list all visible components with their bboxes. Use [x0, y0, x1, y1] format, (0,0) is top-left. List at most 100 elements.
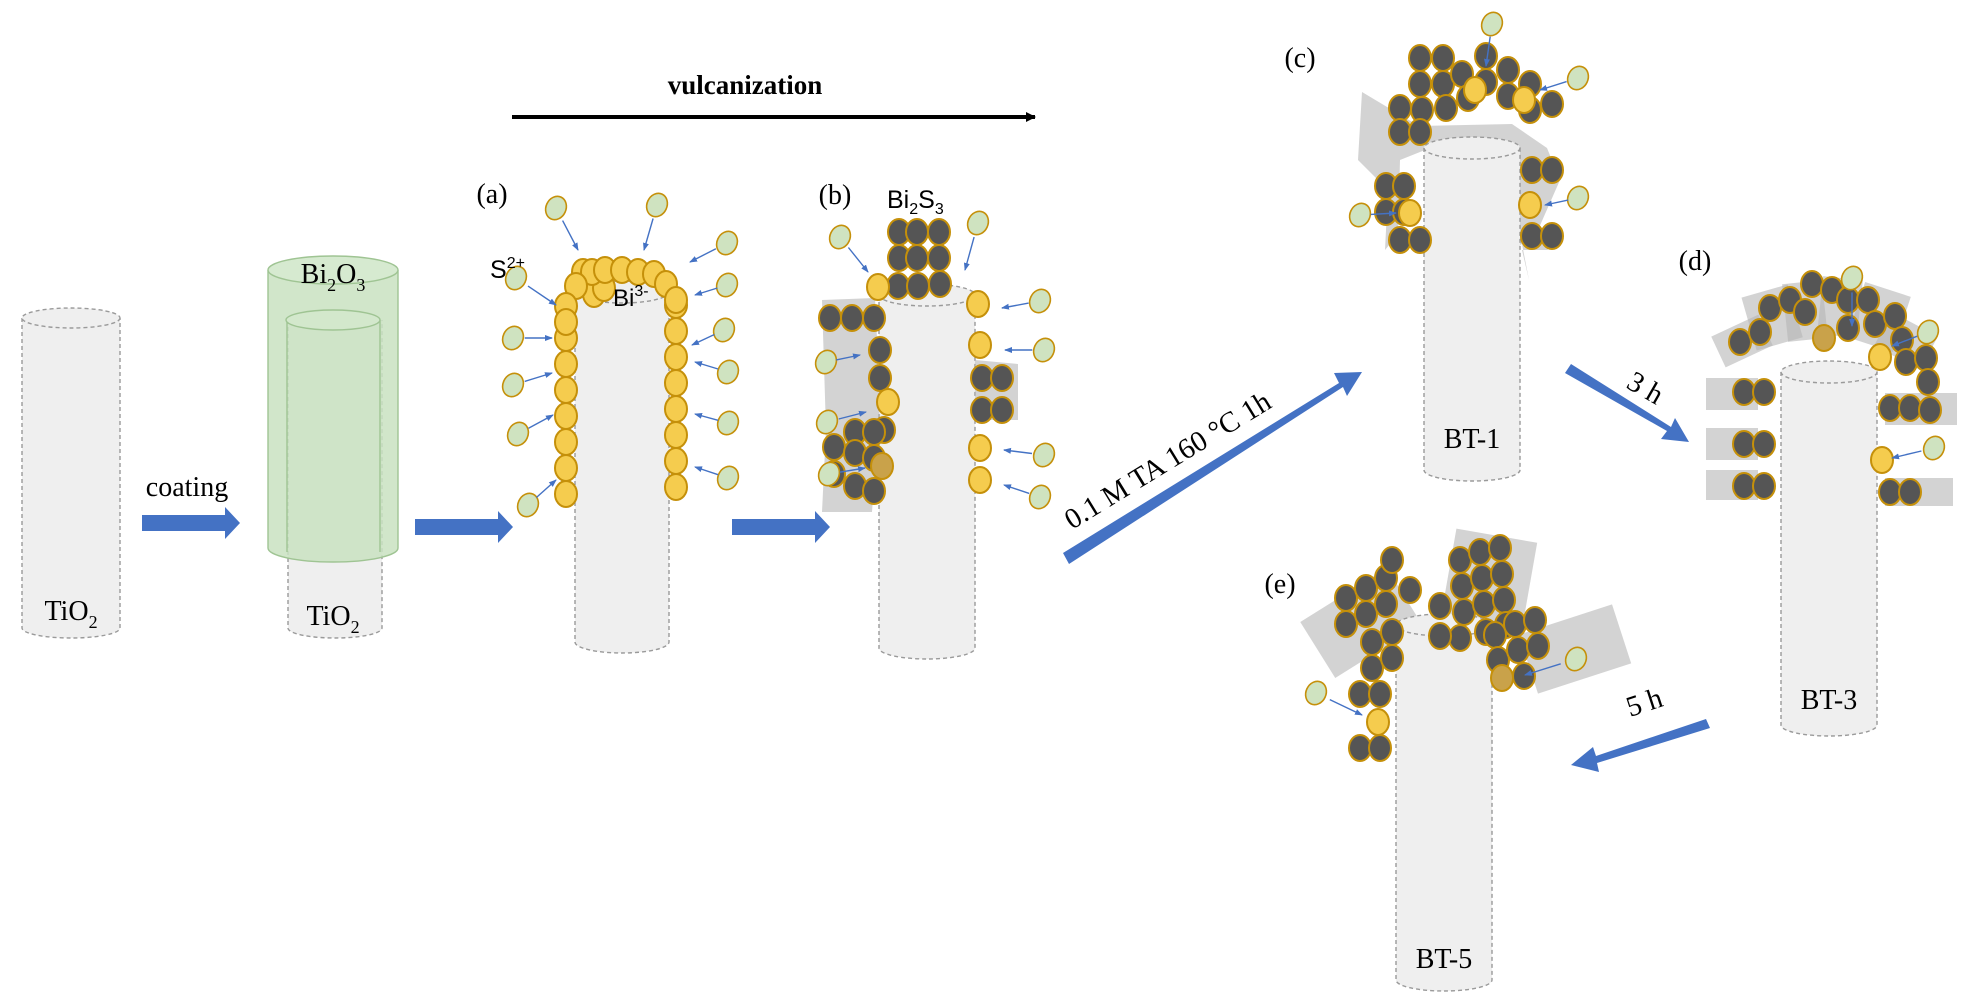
bi2s3-sphere: [1894, 348, 1918, 376]
sulfur-ion: [1003, 442, 1056, 468]
bi2s3-sphere: [1878, 394, 1902, 422]
bi-sphere: [554, 350, 578, 378]
bi2s3-sphere: [928, 270, 952, 298]
sulfur-ion-cloud: [1304, 646, 1588, 716]
bi2s3-sphere: [862, 304, 886, 332]
bi2s3-sphere: [1408, 44, 1432, 72]
bi2s3-sphere: [1836, 286, 1860, 314]
bi2s3-sphere: [990, 364, 1014, 392]
bi2s3-sphere: [1354, 574, 1378, 602]
bi-sphere: [664, 286, 688, 314]
panel-label-c: (c): [1284, 43, 1315, 74]
stage-e: (e) BT-5: [1264, 528, 1632, 992]
stage-a: (a) S2+ Bi3-: [476, 179, 740, 654]
bi2s3-sphere: [870, 452, 894, 480]
bi2s3-sphere: [1836, 314, 1860, 342]
sulfur-ion: [815, 409, 867, 435]
bi-sphere: [554, 480, 578, 508]
bi2s3-sphere: [1916, 368, 1940, 396]
three-h-arrow: [1565, 364, 1689, 442]
bi-sphere: [664, 473, 688, 501]
bi2s3-sphere: [1428, 622, 1452, 650]
sulfur-ion: [643, 192, 669, 251]
bi2s3-sphere: [1380, 546, 1404, 574]
bi-sphere: [554, 308, 578, 336]
sulfur-ion: [506, 414, 554, 447]
bi2o3-label: Bi2O3: [301, 259, 366, 295]
bi2s3-sphere: [1540, 222, 1564, 250]
sulfur-ion: [1004, 337, 1056, 363]
bi2s3-sphere: [970, 396, 994, 424]
bi2s3-sphere: [1748, 318, 1772, 346]
bi2s3-sphere: [970, 364, 994, 392]
sulfur-ion: [1480, 11, 1504, 67]
sulfur-ion: [694, 359, 740, 385]
sulfur-ion: [516, 479, 557, 518]
bi-sphere: [664, 395, 688, 423]
sulfur-ion: [1891, 435, 1946, 461]
bi2s3-sphere: [1428, 592, 1452, 620]
bi2s3-sphere: [906, 272, 930, 300]
bi-ion-label: Bi3-: [613, 283, 649, 312]
bi2s3-sphere: [927, 218, 951, 246]
reaction-arrow: [1063, 372, 1362, 564]
sulfur-ion: [1524, 646, 1588, 676]
bi-ion-layer: [554, 256, 688, 508]
bi-sphere: [664, 421, 688, 449]
sulfur-ion-cloud: [501, 192, 740, 518]
bi2s3-sphere: [1431, 44, 1455, 72]
bi2s3-sphere: [1408, 70, 1432, 98]
bi-sphere: [968, 434, 992, 462]
tio2-coated-label: TiO2: [306, 601, 359, 637]
bi2s3-sphere: [1470, 564, 1494, 592]
bi2s3-sphere: [1732, 472, 1756, 500]
sulfur-ion: [1001, 288, 1052, 314]
bi2s3-sphere: [1883, 302, 1907, 330]
bi2s3-sphere: [1732, 378, 1756, 406]
three-h-step: 3 h: [1565, 364, 1689, 442]
stage-c: (c) BT-1: [1284, 11, 1590, 482]
sulfur-ion: [1304, 680, 1363, 716]
bi2s3-sphere: [1914, 344, 1938, 372]
sulfur-ion: [1003, 484, 1052, 510]
sulfur-ion: [1348, 202, 1397, 228]
bt3-particles: [1728, 270, 1942, 506]
sulfur-ion: [694, 272, 739, 298]
bi2s3-sphere: [1898, 394, 1922, 422]
bi-sphere: [554, 454, 578, 482]
bt5-particles: [1334, 534, 1550, 762]
bi-sphere: [1868, 343, 1892, 371]
bi2s3-sphere: [1348, 734, 1372, 762]
stage-d: (d) BT-3: [1679, 246, 1957, 737]
bi-sphere: [966, 290, 990, 318]
panel-label-b: (b): [819, 180, 852, 211]
bi2s3-sphere: [1374, 590, 1398, 618]
bi2s3-sphere: [1492, 586, 1516, 614]
bi2s3-sphere: [1368, 680, 1392, 708]
bi-sphere: [866, 273, 890, 301]
sulfur-ion: [814, 349, 861, 375]
sulfur-ion: [694, 465, 740, 491]
bi2s3-sphere: [1334, 584, 1358, 612]
stage-b: (b) Bi2S3: [814, 180, 1056, 660]
bi2s3-sphere: [1732, 430, 1756, 458]
bi2o3-coated-tube: Bi2O3 TiO2: [267, 255, 399, 639]
bi-sphere: [1870, 446, 1894, 474]
bi2s3-sphere: [868, 336, 892, 364]
bi2s3-sphere: [1388, 226, 1412, 254]
bi2s3-sphere: [1448, 546, 1472, 574]
bt1-particles: [1374, 42, 1564, 254]
bi2s3-sphere: [1348, 680, 1372, 708]
bi2s3-sphere: [840, 304, 864, 332]
sulfur-ion-cloud: [814, 210, 1056, 510]
bi2s3-sphere: [1506, 636, 1530, 664]
vulcanization-label: vulcanization: [668, 70, 823, 100]
bi2s3-sphere: [1520, 222, 1544, 250]
sulfur-ion: [1840, 265, 1864, 327]
bi2s3-sphere: [1520, 156, 1544, 184]
bi2s3-sphere: [1512, 662, 1536, 690]
sulfur-ion: [501, 325, 553, 351]
bi2s3-sphere: [1503, 610, 1527, 638]
bi2s3-sphere: [1380, 618, 1404, 646]
